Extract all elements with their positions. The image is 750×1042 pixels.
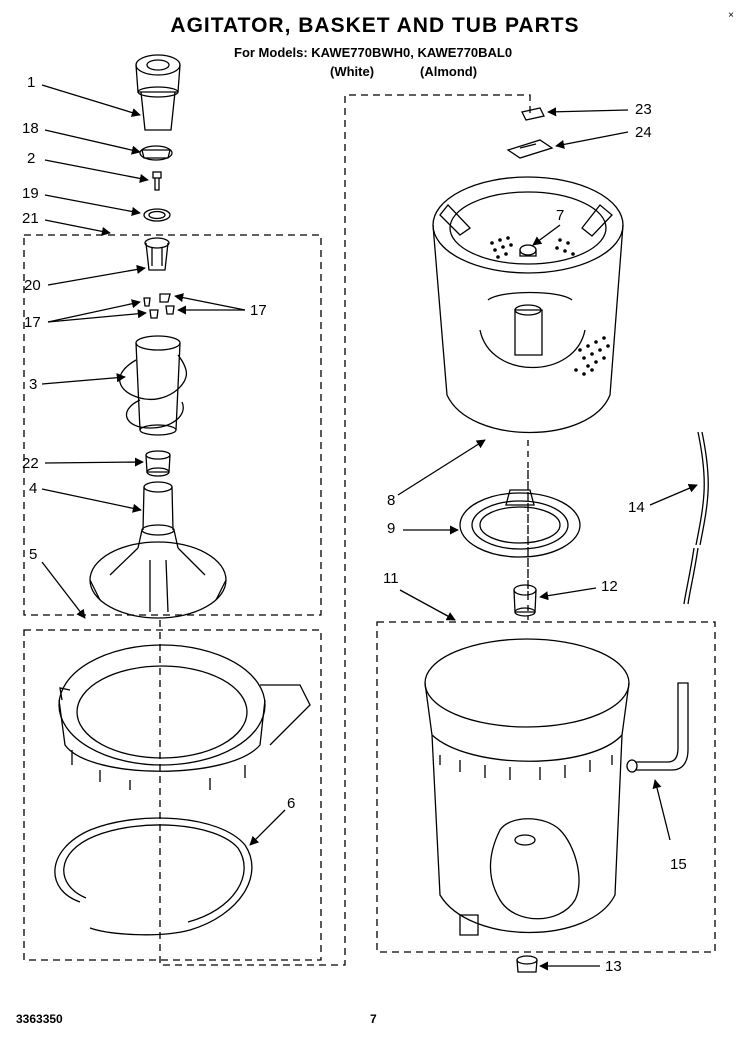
callout-11: 11	[383, 570, 399, 587]
part-24-cover	[506, 139, 554, 159]
part-13-nut	[516, 955, 538, 973]
agitator-assembly-box	[23, 234, 322, 616]
callout-4: 4	[29, 480, 38, 497]
callout-8: 8	[387, 492, 396, 509]
callout-15: 15	[670, 856, 687, 873]
callout-3: 3	[29, 376, 38, 393]
part-17-dogs	[143, 293, 175, 319]
callout-18: 18	[22, 120, 39, 137]
part-2-screw	[152, 171, 162, 191]
callout-12: 12	[601, 578, 618, 595]
callout-22: 22	[22, 455, 39, 472]
callout-13: 13	[605, 958, 622, 975]
part-8-basket	[432, 176, 624, 434]
part-12-bearing	[513, 584, 537, 617]
basket-perforations	[490, 236, 610, 376]
part-agitator-cap	[135, 54, 181, 131]
callout-17-left: 17	[24, 314, 41, 331]
part-3-agitator-barrel	[119, 335, 187, 436]
callout-23: 23	[635, 101, 652, 118]
corner-mark: ×	[728, 10, 734, 21]
callout-24: 24	[635, 124, 652, 141]
callout-2: 2	[27, 150, 36, 167]
shaft-center-dashed-line	[159, 94, 531, 966]
part-7-nut	[519, 244, 537, 257]
part-11-tub	[424, 638, 630, 936]
variant-white: (White)	[330, 64, 375, 79]
part-6-ring	[54, 817, 253, 936]
callout-5: 5	[29, 546, 38, 563]
callout-1: 1	[27, 74, 36, 91]
callout-9: 9	[387, 520, 396, 537]
callout-6: 6	[287, 795, 296, 812]
callout-7: 7	[556, 207, 565, 224]
document-number: 3363350	[16, 1012, 63, 1026]
part-5-base	[58, 644, 311, 790]
part-9-hub	[459, 489, 581, 558]
base-assembly-box	[23, 629, 322, 961]
callout-14: 14	[628, 499, 645, 516]
page-title: AGITATOR, BASKET AND TUB PARTS	[170, 14, 580, 37]
callout-19: 19	[22, 185, 39, 202]
part-19-ring	[143, 208, 171, 222]
callout-21: 21	[22, 210, 39, 227]
callout-20: 20	[24, 277, 41, 294]
part-4-agitator-base	[89, 481, 227, 619]
part-14-tube	[683, 431, 709, 605]
variant-almond: (Almond)	[420, 64, 478, 79]
callout-17-right: 17	[250, 302, 267, 319]
part-22-bushing	[145, 450, 171, 477]
part-15-hose	[626, 682, 689, 773]
page-number: 7	[370, 1012, 377, 1026]
part-20-cam	[144, 237, 170, 271]
model-list: For Models: KAWE770BWH0, KAWE770BAL0	[234, 45, 513, 60]
part-23-clip	[521, 107, 545, 121]
leader-lines	[41, 84, 698, 971]
part-18-retainer	[139, 145, 173, 161]
tub-assembly-box	[376, 621, 716, 953]
